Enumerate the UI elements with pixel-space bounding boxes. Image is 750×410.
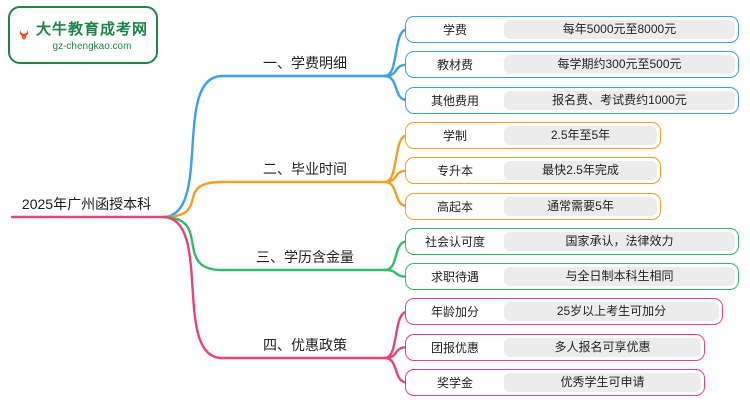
logo-title: 大牛教育成考网 bbox=[35, 21, 148, 38]
child-node-label: 高起本 bbox=[436, 199, 473, 214]
logo-domain: gz-chengkao.com bbox=[52, 41, 132, 52]
child-node-value: 报名费、考试费约1000元 bbox=[504, 90, 735, 110]
child-node: 年龄加分 25岁以上考生可加分 bbox=[405, 298, 723, 326]
child-node-value: 优秀学生可申请 bbox=[504, 373, 701, 392]
child-node-value: 每学期约300元至500元 bbox=[504, 55, 735, 75]
connector-line bbox=[161, 74, 224, 219]
child-node: 其他费用 报名费、考试费约1000元 bbox=[405, 86, 739, 114]
connector-line bbox=[383, 356, 409, 384]
child-node-label: 教材费 bbox=[436, 58, 473, 73]
connector-line bbox=[161, 180, 224, 219]
child-node-value: 通常需要5年 bbox=[504, 196, 657, 216]
child-node-label: 其他费用 bbox=[430, 93, 479, 108]
child-node-label: 年龄加分 bbox=[430, 305, 479, 320]
child-node-value: 25岁以上考生可加分 bbox=[504, 302, 719, 322]
child-node: 学制 2.5年至5年 bbox=[405, 121, 661, 149]
child-node-value: 每年5000元至8000元 bbox=[504, 20, 735, 39]
child-node-value: 最快2.5年完成 bbox=[504, 161, 657, 181]
child-node-value: 2.5年至5年 bbox=[504, 125, 657, 145]
child-node: 奖学金 优秀学生可申请 bbox=[405, 369, 705, 396]
connector-line bbox=[383, 74, 409, 102]
child-node-label: 求职待遇 bbox=[430, 270, 479, 285]
child-node-label: 学费 bbox=[442, 23, 467, 37]
site-logo: 大牛教育成考网 gz-chengkao.com bbox=[8, 6, 158, 64]
child-node: 高起本 通常需要5年 bbox=[405, 192, 661, 220]
child-node: 社会认可度 国家承认，法律效力 bbox=[405, 227, 739, 255]
bull-logo-icon bbox=[19, 30, 29, 40]
child-node: 团报优惠 多人报名可享优惠 bbox=[405, 333, 705, 361]
branch-label: 四、优惠政策 bbox=[263, 337, 347, 353]
child-node-label: 专升本 bbox=[436, 164, 473, 179]
branch-label: 二、毕业时间 bbox=[263, 161, 347, 177]
child-node: 专升本 最快2.5年完成 bbox=[405, 157, 661, 185]
root-node: 2025年广州函授本科 bbox=[21, 196, 152, 212]
branch-label: 一、学费明细 bbox=[263, 55, 347, 71]
connector-line bbox=[383, 180, 409, 208]
logo-text: 大牛教育成考网 gz-chengkao.com bbox=[36, 18, 148, 52]
child-node: 学费 每年5000元至8000元 bbox=[405, 16, 739, 43]
child-node-value: 多人报名可享优惠 bbox=[504, 337, 701, 357]
child-node-label: 社会认可度 bbox=[424, 234, 485, 249]
connector-line bbox=[383, 268, 409, 278]
child-node-label: 团报优惠 bbox=[430, 340, 479, 355]
connector-line bbox=[383, 240, 409, 272]
connector-line bbox=[161, 215, 224, 272]
connector-line bbox=[161, 215, 224, 360]
child-node-label: 奖学金 bbox=[436, 376, 473, 390]
child-node-value: 国家承认，法律效力 bbox=[504, 231, 735, 251]
child-node: 教材费 每学期约300元至500元 bbox=[405, 51, 739, 79]
branch-label: 三、学历含金量 bbox=[256, 249, 354, 265]
child-node-label: 学制 bbox=[442, 128, 467, 143]
child-node-value: 与全日制本科生相同 bbox=[504, 267, 735, 287]
child-node: 求职待遇 与全日制本科生相同 bbox=[405, 263, 739, 291]
